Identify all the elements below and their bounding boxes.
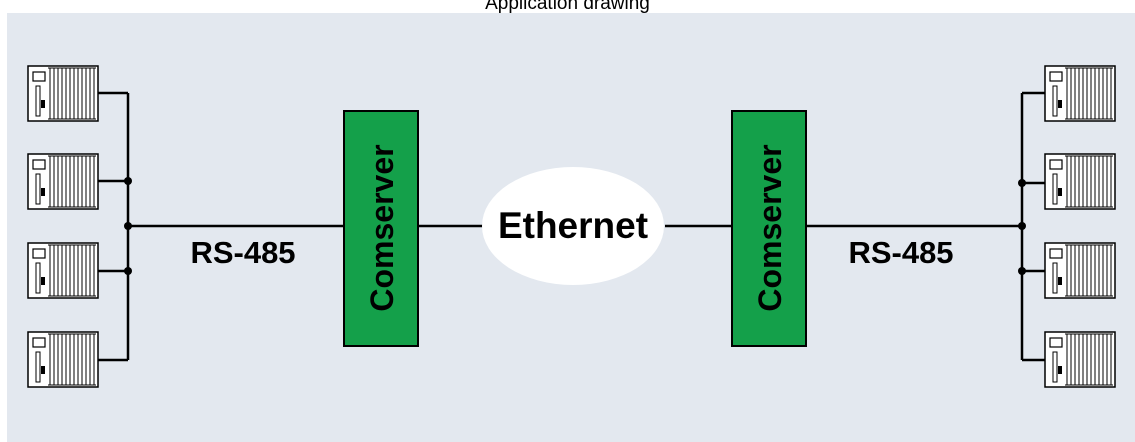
- plc-rack-icon: [27, 153, 99, 210]
- right-comserver-label: Comserver: [752, 144, 788, 311]
- caption: Application drawing: [485, 0, 650, 14]
- plc-rack-icon: [1044, 153, 1116, 210]
- ethernet-label: Ethernet: [498, 205, 648, 246]
- plc-rack-icon: [1044, 65, 1116, 122]
- plc-rack-icon: [1044, 331, 1116, 388]
- plc-rack-icon: [27, 242, 99, 299]
- plc-rack-icon: [1044, 242, 1116, 299]
- left-comserver-label: Comserver: [364, 144, 400, 311]
- junction-dots: [124, 177, 1026, 275]
- left-rs485-label: RS-485: [190, 235, 295, 270]
- right-comserver: Comserver: [731, 110, 807, 347]
- left-comserver: Comserver: [343, 110, 419, 347]
- plc-rack-icon: [27, 65, 99, 122]
- right-rs485-label: RS-485: [848, 235, 953, 270]
- plc-rack-icon: [27, 331, 99, 388]
- ethernet-cloud: Ethernet: [482, 167, 664, 285]
